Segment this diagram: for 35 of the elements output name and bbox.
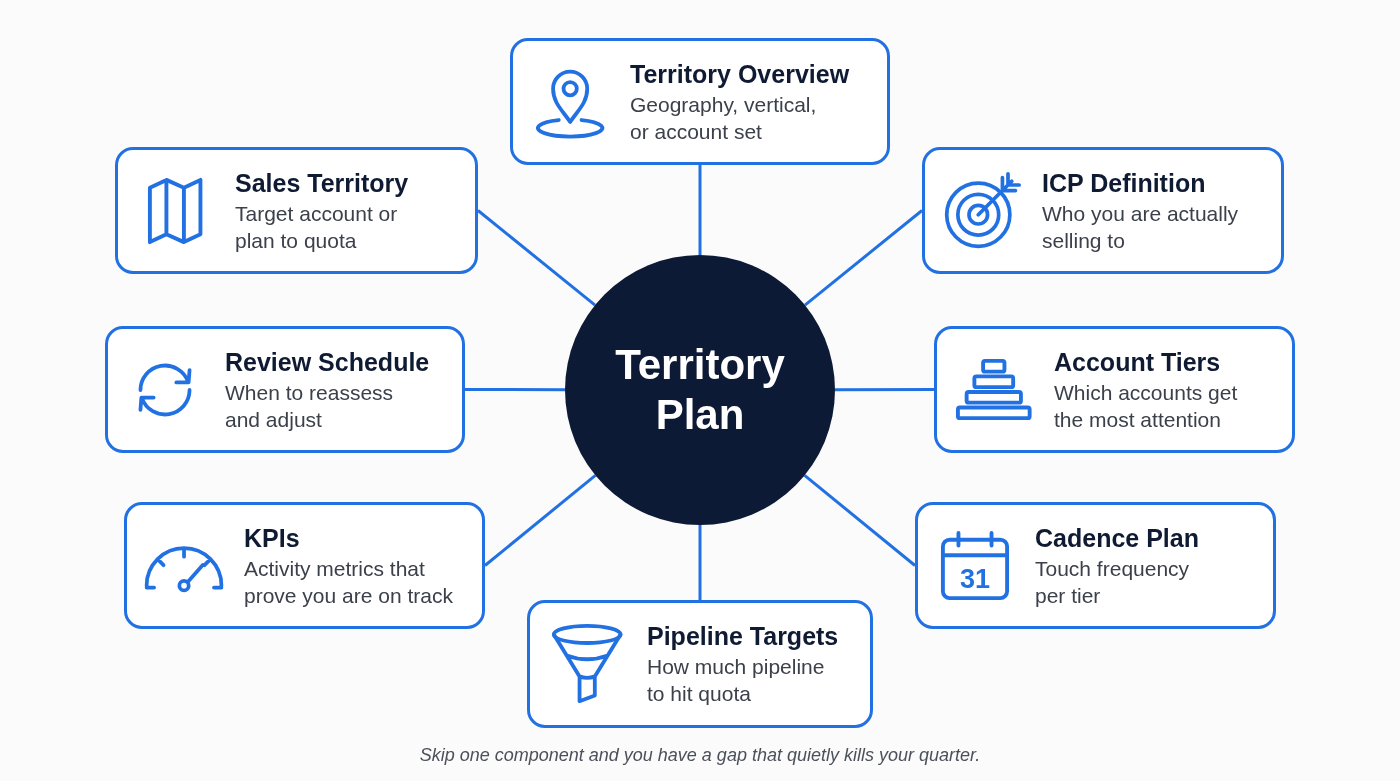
connector-line: [465, 388, 565, 392]
card-title: KPIs: [244, 522, 301, 554]
connector-line: [477, 209, 596, 307]
card-title: Sales Territory: [235, 167, 410, 199]
topic-card: [105, 326, 465, 453]
card-description: Geography, vertical, or account set: [630, 91, 818, 145]
card-description: Activity metrics that prove you are on track: [244, 555, 454, 609]
topic-card: [934, 326, 1295, 453]
card-description: Touch frequency per tier: [1035, 555, 1191, 609]
topic-card: [527, 600, 873, 728]
connector-line: [835, 388, 934, 392]
hub-title: Territory Plan: [614, 340, 786, 440]
topic-card: [510, 38, 890, 165]
card-description: Which accounts get the most attention: [1054, 379, 1239, 433]
topic-card: [922, 147, 1284, 274]
connector-line: [698, 525, 702, 600]
calendar-date-number: 31: [960, 564, 990, 594]
connector-line: [803, 474, 916, 567]
card-title: Territory Overview: [630, 58, 850, 90]
connector-line: [484, 474, 597, 567]
card-title: Cadence Plan: [1035, 522, 1200, 554]
card-title: Account Tiers: [1054, 346, 1222, 378]
topic-card: [915, 502, 1276, 629]
card-description: How much pipeline to hit quota: [647, 654, 826, 707]
card-title: ICP Definition: [1042, 167, 1207, 199]
card-title: Review Schedule: [225, 346, 430, 378]
connector-line: [804, 209, 923, 307]
card-description: Who you are actually selling to: [1042, 200, 1240, 254]
card-title: Pipeline Targets: [647, 621, 839, 652]
card-description: Target account or plan to quota: [235, 200, 399, 254]
card-description: When to reassess and adjust: [225, 379, 395, 433]
topic-card: [124, 502, 485, 629]
caption: Skip one component and you have a gap that quietly kills your quarter.: [419, 745, 981, 766]
topic-card: [115, 147, 478, 274]
connector-line: [698, 165, 702, 255]
